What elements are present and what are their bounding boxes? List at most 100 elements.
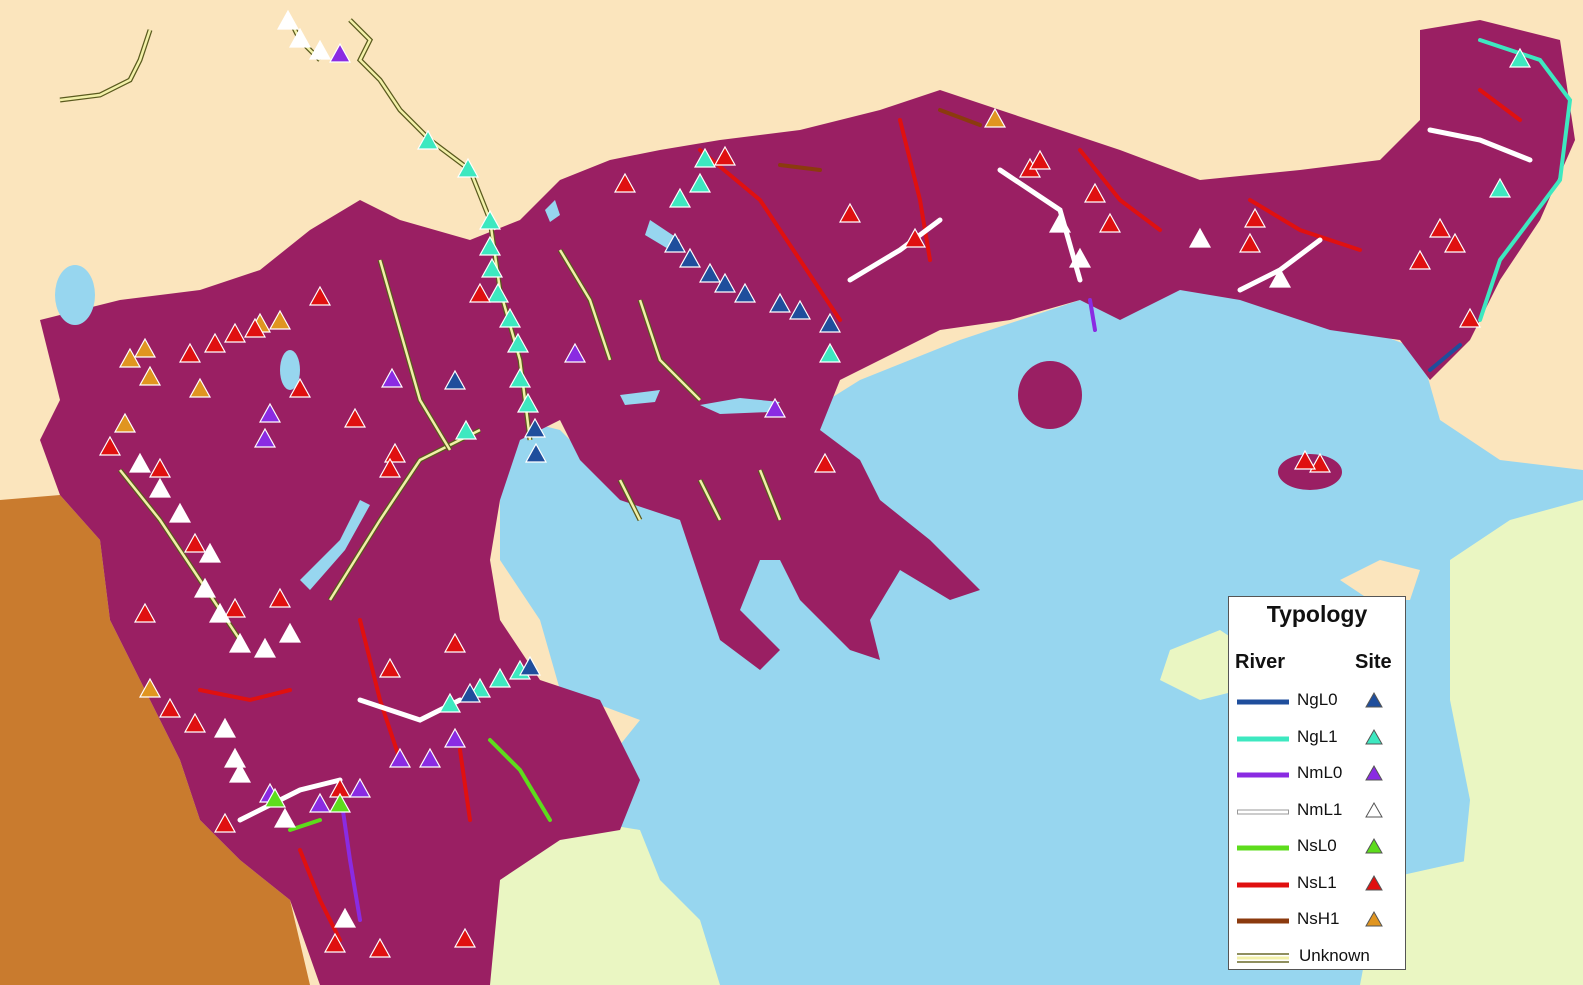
site-marker-nsl1[interactable]: [1428, 217, 1452, 238]
site-marker-nsl1[interactable]: [1293, 449, 1317, 470]
site-marker-nsh1[interactable]: [188, 377, 212, 398]
site-marker-nsl0[interactable]: [328, 792, 352, 813]
site-marker-nml1[interactable]: [223, 747, 247, 768]
site-marker-nsl1[interactable]: [133, 602, 157, 623]
site-marker-nsl1[interactable]: [383, 442, 407, 463]
site-marker-nml1[interactable]: [333, 907, 357, 928]
site-marker-nsl1[interactable]: [158, 697, 182, 718]
site-marker-nsl1[interactable]: [203, 332, 227, 353]
site-marker-ngl1[interactable]: [818, 342, 842, 363]
site-marker-nsl1[interactable]: [308, 285, 332, 306]
site-marker-nsl1[interactable]: [183, 712, 207, 733]
site-marker-nsl1[interactable]: [178, 342, 202, 363]
site-marker-ngl1[interactable]: [478, 209, 502, 230]
site-marker-nsh1[interactable]: [133, 337, 157, 358]
site-marker-nsh1[interactable]: [138, 365, 162, 386]
site-marker-nsl1[interactable]: [903, 227, 927, 248]
site-marker-nsh1[interactable]: [118, 347, 142, 368]
site-marker-ngl0[interactable]: [713, 272, 737, 293]
site-marker-nsl1[interactable]: [443, 632, 467, 653]
site-marker-ngl1[interactable]: [668, 187, 692, 208]
site-marker-ngl1[interactable]: [688, 172, 712, 193]
site-marker-nml1[interactable]: [168, 502, 192, 523]
site-marker-ngl1[interactable]: [508, 367, 532, 388]
site-marker-nml1[interactable]: [1068, 247, 1092, 268]
site-marker-nml0[interactable]: [328, 42, 352, 63]
site-marker-nml0[interactable]: [418, 747, 442, 768]
site-marker-ngl1[interactable]: [454, 419, 478, 440]
site-marker-nml1[interactable]: [1048, 212, 1072, 233]
site-marker-nsh1[interactable]: [268, 309, 292, 330]
site-marker-ngl1[interactable]: [486, 282, 510, 303]
site-marker-nsl1[interactable]: [1028, 149, 1052, 170]
site-marker-nsh1[interactable]: [138, 677, 162, 698]
site-marker-nml0[interactable]: [253, 427, 277, 448]
site-marker-nml0[interactable]: [308, 792, 332, 813]
site-marker-nsl1[interactable]: [813, 452, 837, 473]
site-marker-ngl0[interactable]: [818, 312, 842, 333]
site-marker-nml1[interactable]: [228, 762, 252, 783]
site-marker-ngl1[interactable]: [516, 392, 540, 413]
site-marker-nsl1[interactable]: [468, 282, 492, 303]
site-marker-nsh1[interactable]: [113, 412, 137, 433]
site-marker-nml1[interactable]: [208, 602, 232, 623]
site-marker-nsl1[interactable]: [453, 927, 477, 948]
site-marker-ngl0[interactable]: [443, 369, 467, 390]
site-marker-nml1[interactable]: [193, 577, 217, 598]
site-marker-nml0[interactable]: [443, 727, 467, 748]
site-marker-nsl1[interactable]: [288, 377, 312, 398]
site-marker-ngl1[interactable]: [506, 332, 530, 353]
site-marker-nsl1[interactable]: [343, 407, 367, 428]
site-marker-ngl1[interactable]: [1508, 47, 1532, 68]
site-marker-ngl1[interactable]: [478, 235, 502, 256]
site-marker-nsl1[interactable]: [1083, 182, 1107, 203]
site-marker-nml1[interactable]: [276, 9, 300, 30]
site-marker-nsl1[interactable]: [268, 587, 292, 608]
site-marker-nml1[interactable]: [128, 452, 152, 473]
site-marker-nsl1[interactable]: [1458, 307, 1482, 328]
site-marker-nml1[interactable]: [308, 39, 332, 60]
site-marker-nsl1[interactable]: [1238, 232, 1262, 253]
site-marker-nsl1[interactable]: [243, 317, 267, 338]
site-marker-nsl1[interactable]: [1408, 249, 1432, 270]
site-marker-ngl0[interactable]: [788, 299, 812, 320]
site-marker-ngl1[interactable]: [498, 307, 522, 328]
site-marker-ngl0[interactable]: [733, 282, 757, 303]
site-marker-ngl1[interactable]: [1488, 177, 1512, 198]
site-marker-nsl1[interactable]: [368, 937, 392, 958]
site-marker-ngl0[interactable]: [678, 247, 702, 268]
site-marker-nsl1[interactable]: [223, 597, 247, 618]
site-marker-nml1[interactable]: [253, 637, 277, 658]
site-marker-nml1[interactable]: [1268, 267, 1292, 288]
site-marker-nml0[interactable]: [388, 747, 412, 768]
site-marker-ngl0[interactable]: [523, 417, 547, 438]
site-marker-nsl1[interactable]: [1443, 232, 1467, 253]
site-marker-nsl1[interactable]: [1308, 452, 1332, 473]
site-marker-nsl0[interactable]: [263, 787, 287, 808]
site-marker-nsl1[interactable]: [213, 812, 237, 833]
site-marker-ngl1[interactable]: [693, 147, 717, 168]
site-marker-nml1[interactable]: [148, 477, 172, 498]
site-marker-ngl0[interactable]: [524, 442, 548, 463]
site-marker-nml1[interactable]: [1188, 227, 1212, 248]
site-marker-nsl1[interactable]: [183, 532, 207, 553]
site-marker-nsl1[interactable]: [148, 457, 172, 478]
site-marker-ngl1[interactable]: [416, 129, 440, 150]
site-marker-nml0[interactable]: [380, 367, 404, 388]
site-marker-ngl1[interactable]: [488, 667, 512, 688]
site-marker-ngl1[interactable]: [480, 257, 504, 278]
site-marker-nml0[interactable]: [763, 397, 787, 418]
site-marker-nsl1[interactable]: [1098, 212, 1122, 233]
site-marker-nsl1[interactable]: [323, 932, 347, 953]
site-marker-nml1[interactable]: [198, 542, 222, 563]
site-marker-nml1[interactable]: [278, 622, 302, 643]
site-marker-ngl0[interactable]: [768, 292, 792, 313]
site-marker-nml1[interactable]: [273, 807, 297, 828]
site-marker-nml1[interactable]: [228, 632, 252, 653]
site-marker-nsl1[interactable]: [613, 172, 637, 193]
site-marker-nml1[interactable]: [288, 27, 312, 48]
site-marker-nml1[interactable]: [213, 717, 237, 738]
site-marker-nml0[interactable]: [563, 342, 587, 363]
